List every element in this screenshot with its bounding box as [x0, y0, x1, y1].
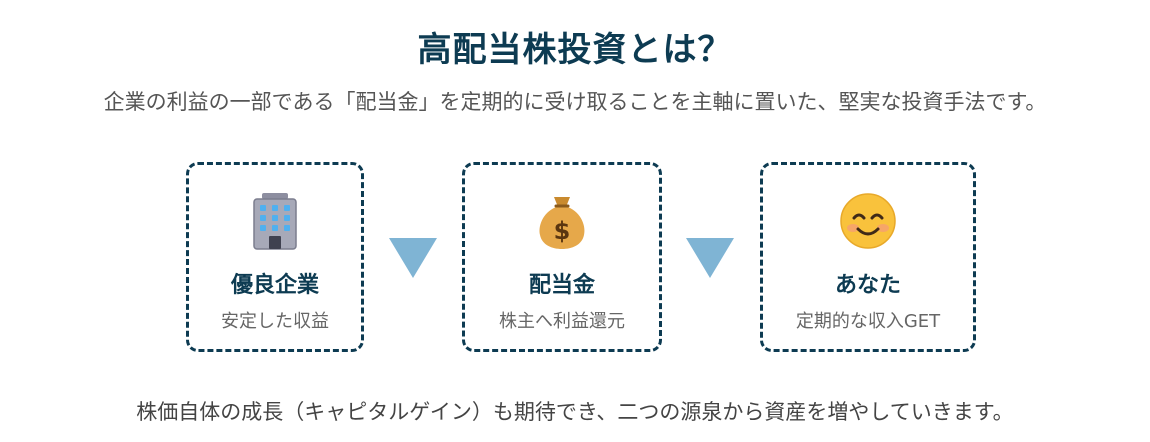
- flow-card-company: 優良企業 安定した収益: [186, 162, 364, 352]
- lead-text: 企業の利益の一部である「配当金」を定期的に受け取ることを主軸に置いた、堅実な投資…: [103, 90, 1047, 114]
- smiling-face-icon: [836, 189, 900, 253]
- flow-card-dividend: $ 配当金 株主へ利益還元: [462, 162, 662, 352]
- flow-card-subtitle: 定期的な収入GET: [795, 311, 941, 332]
- office-building-icon: [243, 189, 307, 253]
- svg-text:$: $: [554, 217, 571, 245]
- page-title: 高配当株投資とは？: [417, 30, 733, 70]
- money-bag-icon: $: [530, 189, 594, 253]
- footer-text: 株価自体の成長（キャピタルゲイン）も期待でき、二つの源泉から資産を増やしていきま…: [136, 400, 1014, 424]
- flow-card-subtitle: 安定した収益: [221, 311, 329, 332]
- flow-card-title: 配当金: [528, 273, 595, 298]
- flow-card-title: あなた: [834, 273, 901, 298]
- flow-arrow: [686, 238, 734, 278]
- flow-arrow: [389, 238, 437, 278]
- flow-card-title: 優良企業: [230, 273, 319, 298]
- flow-card-subtitle: 株主へ利益還元: [499, 311, 625, 332]
- flow-card-you: あなた 定期的な収入GET: [760, 162, 976, 352]
